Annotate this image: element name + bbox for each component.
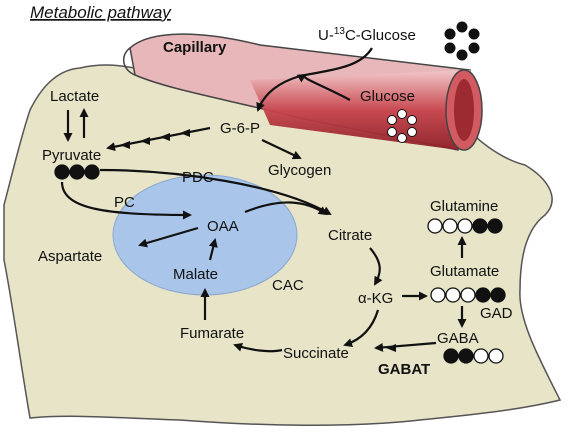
arrow-g6p-to-glycogen [261, 139, 302, 160]
arrow-pc [60, 181, 192, 220]
arrow-akg-to-succinate [343, 309, 380, 348]
capillary-label: Capillary [163, 39, 227, 56]
fumarate-label: Fumarate [180, 325, 244, 342]
gabat-label: GABAT [378, 361, 430, 378]
gaba-label: GABA [437, 330, 479, 347]
citrate-label: Citrate [328, 227, 372, 244]
arrow-gaba-to-succinate [374, 341, 437, 352]
pyruvate-label-pattern [54, 164, 100, 180]
tracer-label: U-13C-Glucose [318, 26, 416, 44]
aspartate-label: Aspartate [38, 248, 102, 265]
glucose-ring-icon [387, 109, 417, 143]
unlabeled-carbon-dot [427, 218, 443, 234]
g6p-label: G-6-P [220, 120, 260, 137]
arrow-pdc [99, 168, 332, 216]
glutamine-label-pattern [427, 218, 503, 234]
diagram-title: Metabolic pathway [30, 3, 172, 22]
succinate-label: Succinate [283, 345, 349, 362]
pc-label: PC [114, 194, 135, 211]
arrow-glucose-to-g6p [296, 73, 351, 101]
lactate-label: Lactate [50, 88, 99, 105]
glutamate-label: Glutamate [430, 263, 499, 280]
arrow-oaa-to-aspartate [138, 226, 199, 248]
gabat-double-arrowhead [386, 344, 396, 352]
labeled-carbon-dot [490, 287, 506, 303]
arrow-succinate-to-fumarate [233, 342, 283, 353]
labeled-carbon-dot [443, 348, 459, 364]
unlabeled-carbon-dot [488, 348, 504, 364]
gad-label: GAD [480, 305, 513, 322]
tracer-glucose-icon [444, 21, 480, 61]
glucose-label: Glucose [360, 88, 415, 105]
pyruvate-label: Pyruvate [42, 147, 101, 164]
labeled-carbon-dot [69, 164, 85, 180]
labeled-carbon-dot [487, 218, 503, 234]
unlabeled-carbon-dot [445, 287, 461, 303]
malate-label: Malate [173, 266, 218, 283]
labeled-carbon-dot [458, 348, 474, 364]
gaba-label-pattern [443, 348, 504, 364]
unlabeled-carbon-dot [460, 287, 476, 303]
labeled-carbon-dot [54, 164, 70, 180]
akg-label: α-KG [358, 290, 393, 307]
glutamine-label: Glutamine [430, 198, 498, 215]
oaa-label: OAA [207, 218, 239, 235]
labeled-carbon-dot [84, 164, 100, 180]
labeled-carbon-dot [472, 218, 488, 234]
unlabeled-carbon-dot [473, 348, 489, 364]
unlabeled-carbon-dot [457, 218, 473, 234]
labeled-carbon-dot [475, 287, 491, 303]
arrow-citrate-to-akg [369, 247, 383, 286]
arrow-oaa-to-citrate [244, 201, 328, 216]
cac-label: CAC [272, 277, 304, 294]
glycogen-label: Glycogen [268, 162, 331, 179]
glycolysis-multistep-arrowheads [120, 129, 190, 149]
arrow-malate-to-oaa [208, 238, 218, 261]
glutamate-label-pattern [430, 287, 506, 303]
unlabeled-carbon-dot [442, 218, 458, 234]
unlabeled-carbon-dot [430, 287, 446, 303]
